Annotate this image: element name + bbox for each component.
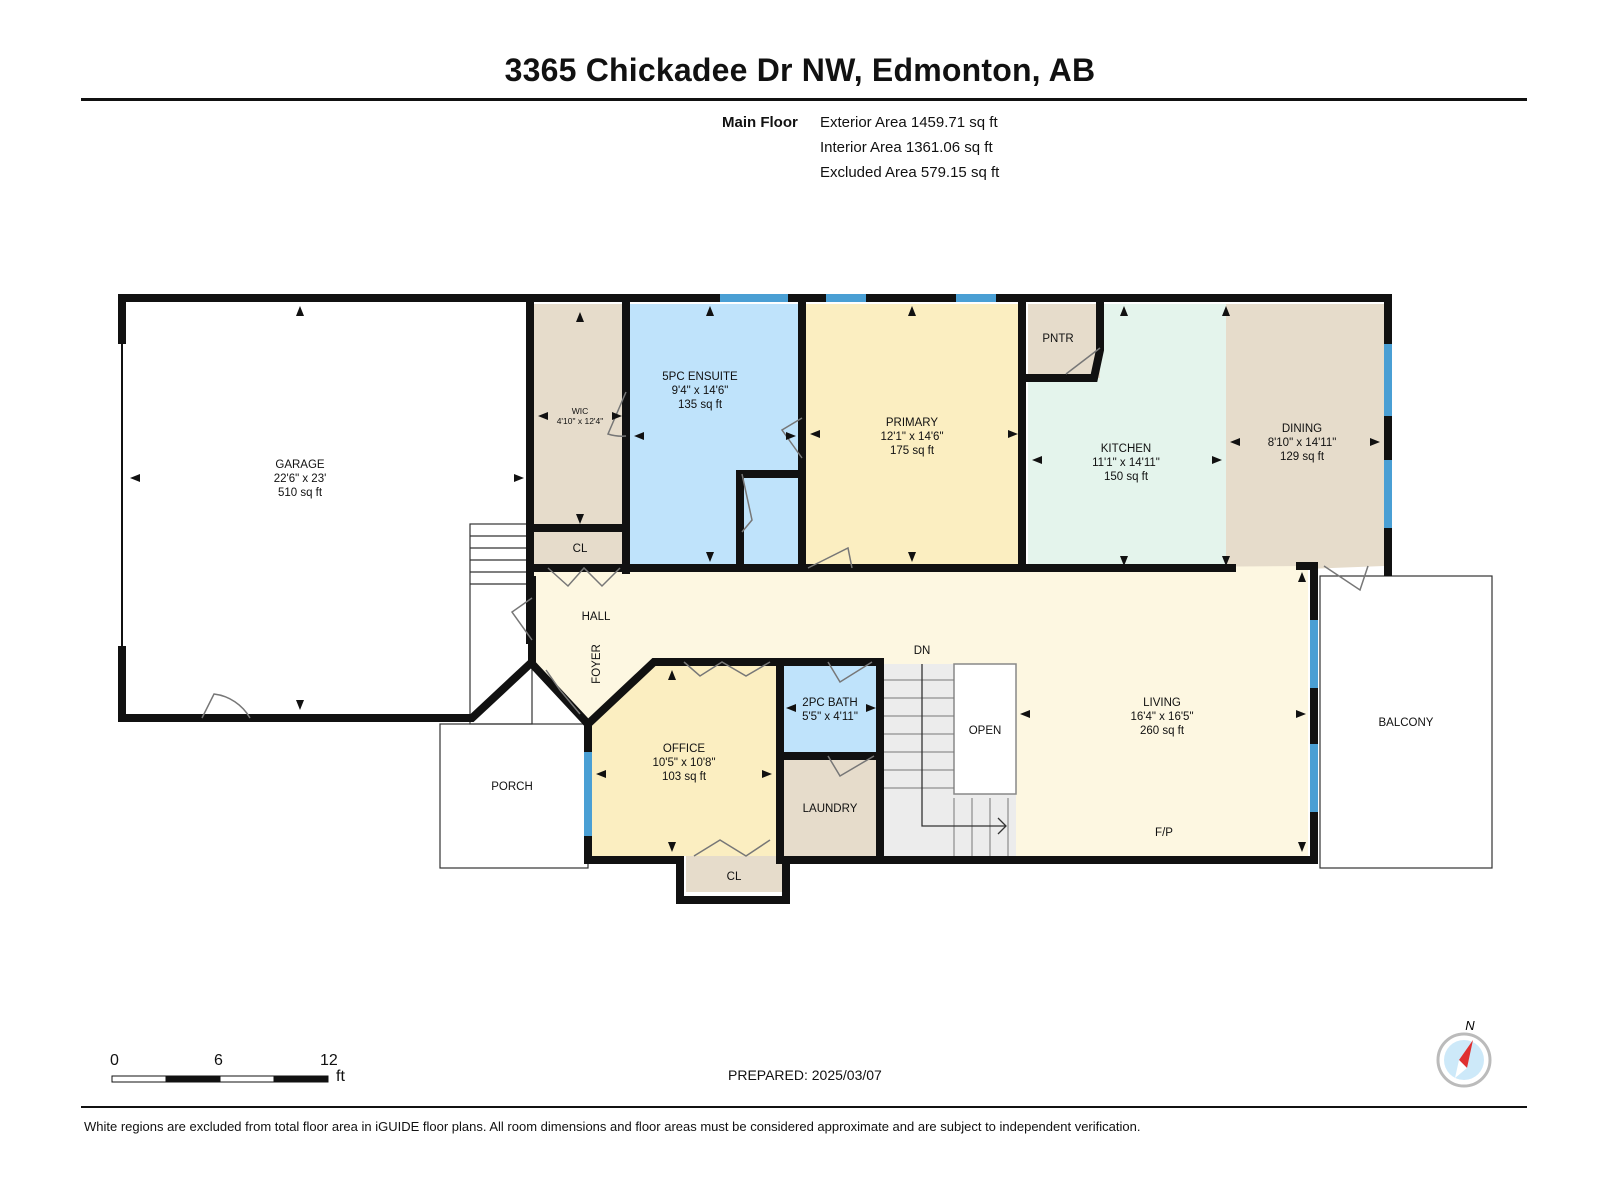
ensuite-name: 5PC ENSUITE <box>662 371 738 383</box>
header-divider <box>81 98 1527 101</box>
living-dims: 16'4" x 16'5" <box>1130 711 1193 723</box>
staircase <box>884 664 1009 856</box>
bath-fill <box>782 664 878 754</box>
room-labels: GARAGE 22'6" x 23' 510 sq ft WIC 4'10" x… <box>274 333 1434 883</box>
windows <box>584 294 1392 836</box>
compass-label: N <box>1465 1018 1475 1033</box>
garage-area: 510 sq ft <box>278 487 323 499</box>
hall-name: HALL <box>582 611 611 623</box>
wic-fill <box>534 304 624 528</box>
garage-door-swing <box>201 693 251 719</box>
closet-office-name: CL <box>727 871 742 883</box>
office-fill <box>590 664 776 856</box>
kitchen-fill <box>1028 304 1226 572</box>
doors <box>201 347 1369 857</box>
wic-name: WIC <box>572 406 589 416</box>
floor-label: Main Floor <box>722 114 798 131</box>
garage-dims: 22'6" x 23' <box>274 473 327 485</box>
scale-bar <box>111 1075 329 1083</box>
pantry-fill <box>1028 304 1100 378</box>
dimension-markers <box>130 306 1380 852</box>
kitchen-dims: 11'1" x 14'11" <box>1092 457 1160 469</box>
footer-divider <box>81 1106 1527 1108</box>
open-fill <box>953 663 1017 795</box>
primary-area: 175 sq ft <box>890 445 935 457</box>
primary-dims: 12'1" x 14'6" <box>880 431 943 443</box>
ensuite-fill <box>630 304 800 566</box>
office-entry-door <box>683 661 771 677</box>
open-name: OPEN <box>969 725 1002 737</box>
dining-fill <box>1226 304 1384 572</box>
pantry-door-swing <box>1065 347 1101 375</box>
scale-max: 12 <box>320 1052 338 1069</box>
kitchen-area: 150 sq ft <box>1104 471 1149 483</box>
living-area: 260 sq ft <box>1140 725 1185 737</box>
page-title: 3365 Chickadee Dr NW, Edmonton, AB <box>504 52 1096 88</box>
laundry-door-swing <box>827 755 875 778</box>
excluded-area: Excluded Area 579.15 sq ft <box>820 164 1000 181</box>
primary-fill <box>806 304 1022 566</box>
wic-dims: 4'10" x 12'4" <box>557 416 604 426</box>
bath-name: 2PC BATH <box>802 697 857 709</box>
office-dims: 10'5" x 10'8" <box>652 757 715 769</box>
north-compass-icon: N <box>1436 1018 1492 1088</box>
closet-office-fill <box>686 856 782 892</box>
closet-hall-name: CL <box>573 543 588 555</box>
porch-name: PORCH <box>491 781 533 793</box>
living-name: LIVING <box>1143 697 1181 709</box>
office-closet-door <box>693 839 771 857</box>
foyer-name: FOYER <box>591 644 603 684</box>
scale-unit: ft <box>336 1068 345 1085</box>
room-fills <box>534 304 1384 892</box>
ensuite-dims: 9'4" x 14'6" <box>672 385 729 397</box>
ensuite-door-swing <box>780 417 803 459</box>
exterior-area: Exterior Area 1459.71 sq ft <box>820 114 998 131</box>
office-door-swing <box>545 669 581 715</box>
garage-side-door <box>741 473 753 533</box>
kitchen-name: KITCHEN <box>1101 443 1151 455</box>
office-area: 103 sq ft <box>662 771 707 783</box>
scale-mid: 6 <box>214 1052 223 1069</box>
stairs-down-label: DN <box>914 645 931 657</box>
primary-door-swing <box>807 546 853 569</box>
garage-name: GARAGE <box>275 459 325 471</box>
office-name: OFFICE <box>663 743 705 755</box>
balcony-door-swing <box>1323 565 1369 592</box>
laundry-name: LAUNDRY <box>803 803 858 815</box>
prepared-date: PREPARED: 2025/03/07 <box>728 1067 882 1083</box>
dining-dims: 8'10" x 14'11" <box>1268 437 1337 449</box>
balcony-name: BALCONY <box>1379 717 1434 729</box>
bath-dims: 5'5" x 4'11" <box>802 711 858 723</box>
balcony-outline <box>1319 575 1493 869</box>
dining-area: 129 sq ft <box>1280 451 1325 463</box>
wic-door-swing <box>606 391 627 437</box>
laundry-fill <box>782 760 878 856</box>
scale-zero: 0 <box>110 1052 119 1069</box>
dining-name: DINING <box>1282 423 1322 435</box>
ensuite-area: 135 sq ft <box>678 399 723 411</box>
primary-name: PRIMARY <box>886 417 939 429</box>
fireplace-label: F/P <box>1155 827 1173 839</box>
disclaimer-text: White regions are excluded from total fl… <box>84 1119 1141 1134</box>
interior-area: Interior Area 1361.06 sq ft <box>820 139 993 156</box>
pantry-name: PNTR <box>1042 333 1073 345</box>
foyer-door-swing <box>510 597 533 641</box>
closet-door-swing <box>547 566 621 588</box>
bath-door-swing <box>827 661 873 684</box>
porch-outline <box>439 723 589 869</box>
closet-hall-fill <box>534 528 624 566</box>
